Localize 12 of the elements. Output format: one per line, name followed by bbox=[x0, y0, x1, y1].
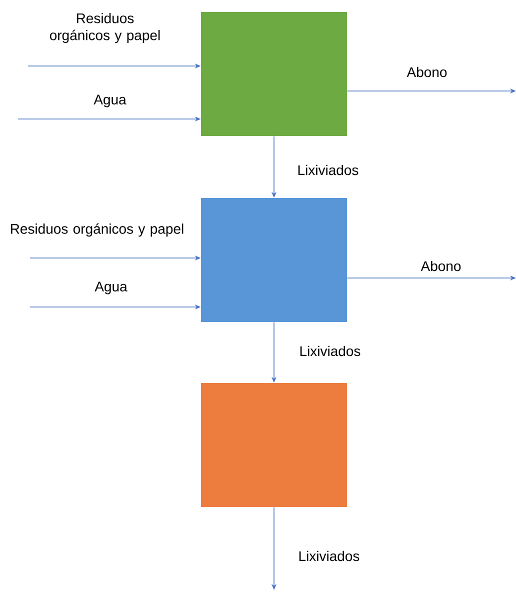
process-box bbox=[201, 383, 347, 507]
edge-label: Lixiviados bbox=[299, 550, 360, 562]
process-box bbox=[201, 198, 347, 322]
edge-label: Lixiviados bbox=[300, 346, 360, 356]
edge-label: Abono bbox=[420, 260, 461, 272]
edge-label: Residuos orgánicos y papel bbox=[10, 223, 184, 237]
process-box bbox=[201, 12, 347, 136]
edge-label: Lixiviados bbox=[298, 164, 358, 176]
edge-label: Agua bbox=[94, 94, 126, 108]
edge-label: Agua bbox=[94, 282, 128, 294]
edge-label: Abono bbox=[406, 66, 447, 78]
edge-label: Residuos orgánicos y papel bbox=[50, 12, 160, 44]
